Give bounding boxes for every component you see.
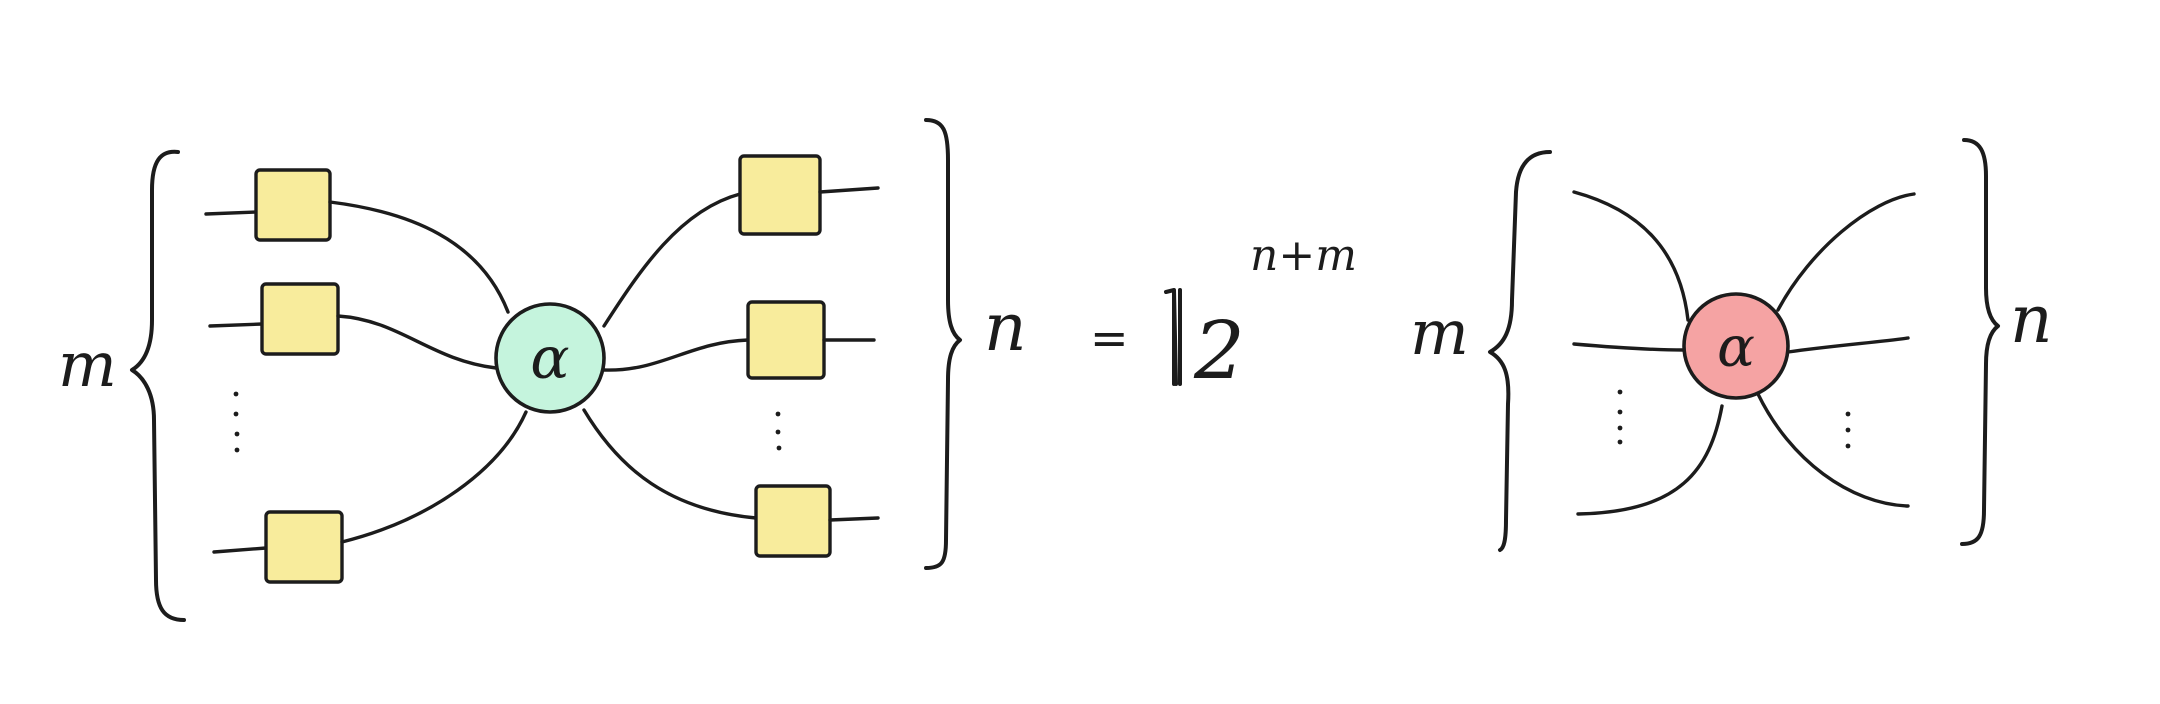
- wire-left-3-to-spider: [340, 410, 528, 544]
- wire-x-out-1: [1776, 192, 1916, 312]
- radical-value: 2: [1193, 304, 1245, 397]
- right-ellipsis-dots-left: [775, 411, 782, 451]
- green-spider-node: [494, 302, 606, 414]
- wire-in-2: [208, 322, 264, 328]
- x-left-ellipsis-dots: [1617, 389, 1623, 445]
- left-curly-brace: [130, 149, 186, 622]
- left-rows-label: m: [58, 328, 117, 401]
- wire-x-out-3: [1756, 392, 1910, 508]
- radical-sign: [1164, 288, 1182, 386]
- red-spider-phase: α: [1717, 315, 1755, 380]
- hadamard-box-left-2: [260, 282, 340, 356]
- wire-left-1-to-spider: [328, 200, 510, 314]
- right-opening-brace: [1488, 150, 1552, 552]
- left-cols-label: n: [984, 289, 1027, 366]
- hadamard-box-right-3: [754, 484, 832, 558]
- wire-spider-to-right-3: [582, 408, 758, 520]
- left-ellipsis-dots: [233, 391, 240, 453]
- wire-spider-to-right-2: [602, 338, 750, 372]
- wire-in-1: [204, 210, 258, 216]
- wire-in-3: [212, 546, 268, 554]
- x-right-ellipsis-dots: [1845, 411, 1851, 449]
- wire-x-in-2: [1572, 342, 1686, 352]
- wire-x-in-3: [1576, 404, 1724, 516]
- right-cols-label: n: [2010, 281, 2053, 358]
- green-spider-phase: α: [530, 324, 569, 392]
- wire-spider-to-right-1: [602, 192, 742, 328]
- equals-sign: =: [1090, 311, 1129, 365]
- wire-x-in-1: [1572, 190, 1690, 322]
- right-rows-label: m: [1410, 296, 1469, 369]
- red-spider-node: [1682, 292, 1790, 400]
- wire-out-1: [818, 186, 880, 194]
- hadamard-box-right-1: [738, 154, 822, 236]
- hadamard-box-left-3: [264, 510, 344, 584]
- wire-left-2-to-spider: [336, 314, 498, 370]
- wire-out-3: [828, 516, 880, 522]
- exponent-label: n+m: [1250, 230, 1357, 281]
- hadamard-box-right-2: [746, 300, 826, 380]
- right-closing-brace: [1960, 138, 2000, 546]
- hadamard-box-left-1: [254, 168, 332, 242]
- wire-x-out-2: [1786, 336, 1910, 354]
- left-closing-brace: [924, 118, 962, 570]
